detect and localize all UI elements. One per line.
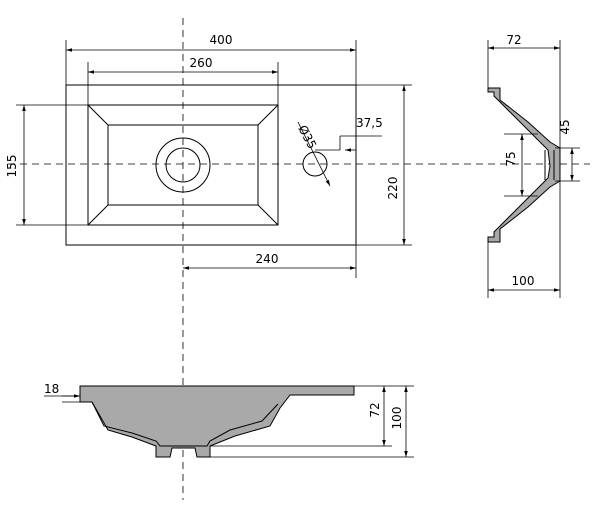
center-lines — [8, 18, 590, 500]
front-view — [79, 385, 355, 458]
label-drain-diameter: Ø35 — [295, 123, 319, 151]
top-view — [65, 84, 357, 246]
label-depth-right: 220 — [386, 177, 400, 200]
label-side-right: 45 — [558, 119, 572, 134]
label-top-width: 400 — [210, 33, 233, 47]
tap-hole-circle — [302, 151, 328, 177]
label-basin-offset: 240 — [256, 252, 279, 266]
side-view — [487, 87, 561, 243]
label-front-inner: 72 — [368, 402, 382, 417]
top-view-dimensions — [16, 40, 412, 278]
label-basin-width: 260 — [190, 56, 213, 70]
dimension-labels: 400 260 Ø35 37,5 155 220 240 72 45 75 10… — [5, 33, 572, 429]
label-tap-offset: 37,5 — [356, 116, 383, 130]
front-view-dimensions — [44, 385, 414, 458]
drain-outer-circle — [155, 137, 211, 193]
label-side-bottom: 100 — [512, 274, 535, 288]
label-front-total: 100 — [390, 407, 404, 430]
label-depth-left: 155 — [5, 155, 19, 178]
label-front-rim: 18 — [44, 382, 59, 396]
label-side-top: 72 — [506, 33, 521, 47]
side-view-dimensions — [487, 40, 580, 298]
drain-inner-circle — [165, 147, 201, 183]
label-side-inner: 75 — [504, 151, 518, 166]
